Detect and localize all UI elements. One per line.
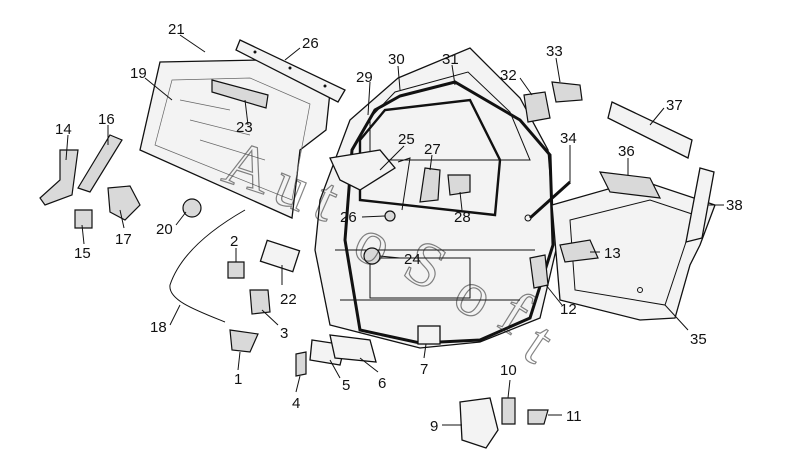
side-trim [685,167,715,243]
callout-2: 2 [230,233,238,250]
connector-12 [529,254,549,289]
plate-lamp [417,325,441,345]
leader-lines [65,34,724,426]
clip-4 [295,351,307,377]
callout-36: 35 [690,331,707,348]
hinge-14 [39,149,79,206]
upper-trim-strip [607,101,693,159]
release-cable [169,209,246,323]
callout-15: 15 [74,245,91,262]
rear-window-glass [139,59,331,219]
callout-23: 23 [236,119,253,136]
bumper-25 [363,247,381,265]
callout-37: 36 [618,143,635,160]
callout-6: 6 [378,375,386,392]
actuator-20 [182,198,202,218]
bracket-33 [523,91,551,123]
callout-28: 27 [424,141,441,158]
callout-9: 9 [430,418,438,435]
callout-22: 22 [280,291,297,308]
tail-lamp [459,397,499,449]
callout-10: 10 [500,362,517,379]
callout-30: 29 [356,69,373,86]
callout-39: 38 [726,197,743,214]
bracket-2 [227,261,245,279]
upper-spoiler [235,39,346,103]
handle-bracket-6 [329,334,377,363]
callout-34: 33 [546,43,563,60]
callout-27: 26 [340,209,357,226]
bracket-34 [551,81,583,103]
callout-19: 19 [130,65,147,82]
callout-18: 18 [150,319,167,336]
clip-10 [501,397,516,425]
callout-24: 26 [302,35,319,52]
callout-38: 37 [666,97,683,114]
callout-4: 4 [292,395,300,412]
callout-16: 16 [98,111,115,128]
lock-3 [249,289,271,315]
hinge-29 [447,174,471,196]
wiper-motor [107,185,141,221]
callout-32: 31 [442,51,459,68]
callout-29: 28 [454,209,471,226]
callout-13: 13 [604,245,621,262]
callout-12: 12 [560,301,577,318]
callout-20: 20 [156,221,173,238]
callout-labels: 21 26 19 23 14 16 15 17 20 2 22 3 18 1 4… [55,21,743,435]
callout-14: 14 [55,121,72,138]
callout-26: 25 [398,131,415,148]
callout-33: 32 [500,67,517,84]
clip-11 [527,409,549,425]
callout-25: 24 [404,251,421,268]
callout-3: 3 [280,325,288,342]
latch-1 [229,329,259,353]
tailgate-inner-trim [551,179,716,321]
glass-weatherstrip [358,98,502,217]
callout-11: 11 [566,408,582,425]
callout-5: 5 [342,377,350,394]
callout-21: 21 [168,21,185,38]
callout-1: 1 [234,371,242,388]
wiper-arm-26 [329,149,396,191]
hinge-28 [419,167,441,203]
callout-35: 34 [560,130,577,147]
callout-31: 30 [388,51,405,68]
tailgate-weatherstrip [343,80,555,345]
inner-pull-handle [598,171,662,199]
high-mount-strip [211,79,269,109]
hinge-16 [77,134,123,193]
bracket-15 [74,209,93,229]
emblem-22 [259,239,301,273]
gas-strut [528,180,572,220]
bracket-13 [559,239,599,263]
callout-17: 17 [115,231,132,248]
callout-7: 7 [420,361,428,378]
